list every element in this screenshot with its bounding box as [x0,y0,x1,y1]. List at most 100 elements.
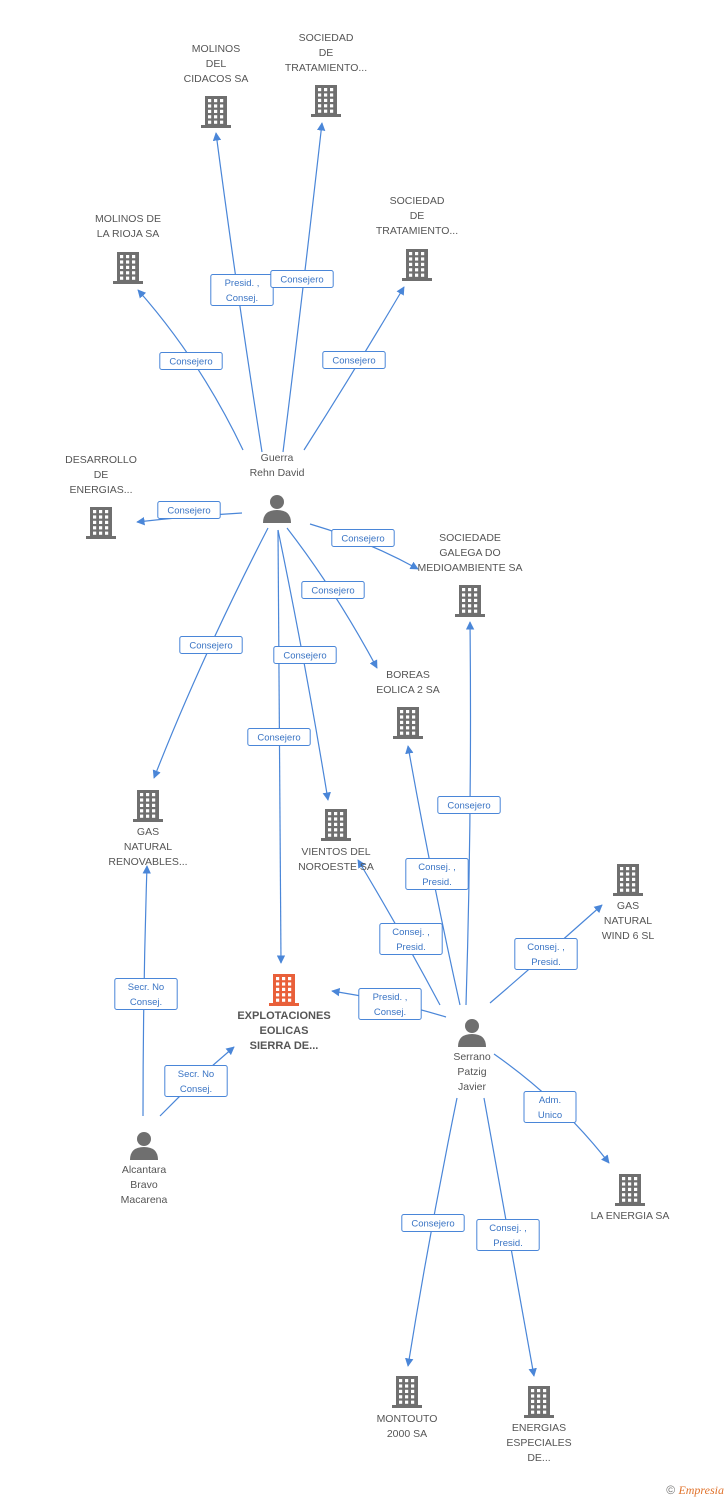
edge-label-text: Presid. [531,957,561,968]
building-icon [615,1174,645,1206]
edge-label: Consejero [331,529,395,547]
building-icon [455,585,485,617]
node-label: EOLICAS [260,1025,309,1037]
node-label: TRATAMIENTO... [285,62,367,74]
edge-label-text: Presid. , [225,278,260,289]
building-icon [113,252,143,284]
edge-label-box [210,274,274,306]
node-label: Guerra [261,452,294,464]
node-label: Patzig [457,1066,486,1078]
edge-label-text: Presid. [422,877,452,888]
edge-label: Consejero [270,270,334,288]
node-label: DE... [527,1452,550,1464]
node-soc-trat-2[interactable]: SOCIEDADDETRATAMIENTO... [376,195,458,281]
building-icon [392,1376,422,1408]
edge-label: Consej. , Presid. [514,938,578,970]
node-label: NOROESTE SA [298,861,374,873]
edge-label-text: Consejero [280,275,323,286]
node-label: NATURAL [604,915,652,927]
node-label: WIND 6 SL [602,930,655,942]
edge-guerra-to-vientos [277,529,331,801]
edge-label-text: Consej. , [527,942,565,953]
node-la-energia[interactable]: LA ENERGIA SA [591,1174,670,1222]
brand-name: Empresia [678,1483,724,1497]
node-label: EXPLOTACIONES [237,1010,330,1022]
building-icon [201,96,231,128]
node-label: ESPECIALES [506,1437,571,1449]
node-label: MOLINOS [192,43,240,55]
person-icon [263,495,291,523]
node-label: EOLICA 2 SA [376,684,440,696]
edge-guerra-to-soc_trat_1 [282,122,326,453]
edge-label-text: Consej. , [392,927,430,938]
edge-label: Consejero [159,352,223,370]
edge-label-text: Consejero [341,534,384,545]
node-label: DESARROLLO [65,454,137,466]
edge-label: Consej. ,Presid. [476,1219,540,1251]
edge-label-text: Unico [538,1110,562,1121]
node-energias-esp[interactable]: ENERGIASESPECIALESDE... [506,1386,572,1464]
edge-label-box [301,581,365,599]
edge-label-box [401,1214,465,1232]
edge-label-box [270,270,334,288]
node-label: MEDIOAMBIENTE SA [417,562,522,574]
node-label: SIERRA DE... [250,1040,319,1052]
node-desarrollo[interactable]: DESARROLLO DE ENERGIAS... [65,454,137,539]
building-icon [613,864,643,896]
edge-label: Consejero [401,1214,465,1232]
node-label: GAS [137,826,159,838]
edge-label-text: Secr. No [178,1069,214,1080]
node-label: DE [94,469,109,481]
node-label: RENOVABLES... [108,856,187,868]
node-label: 2000 SA [387,1428,427,1440]
edge-label-text: Consej. , [489,1223,527,1234]
node-label: LA RIOJA SA [97,228,159,240]
edge-guerra-to-explotaciones [276,529,286,964]
edge-label: Consejero [157,501,221,519]
node-gas-renov[interactable]: GAS NATURAL RENOVABLES... [108,790,188,868]
edge-label-box [159,352,223,370]
node-label: MONTOUTO [377,1413,438,1425]
node-montouto[interactable]: MONTOUTO 2000 SA [377,1376,438,1440]
edge-label-text: Secr. No [128,982,164,993]
node-soc-trat-1[interactable]: SOCIEDADDETRATAMIENTO... [285,32,367,117]
edge-label: Consejero [437,796,501,814]
building-icon [524,1386,554,1418]
node-label: SOCIEDAD [390,195,445,207]
node-label: SOCIEDAD [299,32,354,44]
edge-label-box [114,978,178,1010]
node-label: NATURAL [124,841,172,853]
node-explotaciones[interactable]: EXPLOTACIONES EOLICAS SIERRA DE... [237,974,331,1052]
node-label: SOCIEDADE [439,532,501,544]
edge-label: Presid. ,Consej. [358,988,422,1020]
edge-label: Presid. , Consej. [210,274,274,306]
edge-label-box [437,796,501,814]
building-icon [133,790,163,822]
edge-label-text: Consejero [447,801,490,812]
node-molinos-rioja[interactable]: MOLINOS DE LA RIOJA SA [95,213,161,284]
edge-guerra-to-gas_renov [152,527,269,779]
edge-label: Consejero [247,728,311,746]
edge-label-text: Consej. [226,293,258,304]
edge-label-text: Consej. [374,1007,406,1018]
edge-label-text: Consej. , [418,862,456,873]
edge-label: Consej. , Presid. [405,858,469,890]
node-label: ENERGIAS... [69,484,132,496]
person-icon [458,1019,486,1047]
edge-label: Adm.Unico [523,1091,577,1123]
building-icon [86,507,116,539]
node-label: MOLINOS DE [95,213,161,225]
edge-label-box [476,1219,540,1251]
edge-label: Consejero [322,351,386,369]
